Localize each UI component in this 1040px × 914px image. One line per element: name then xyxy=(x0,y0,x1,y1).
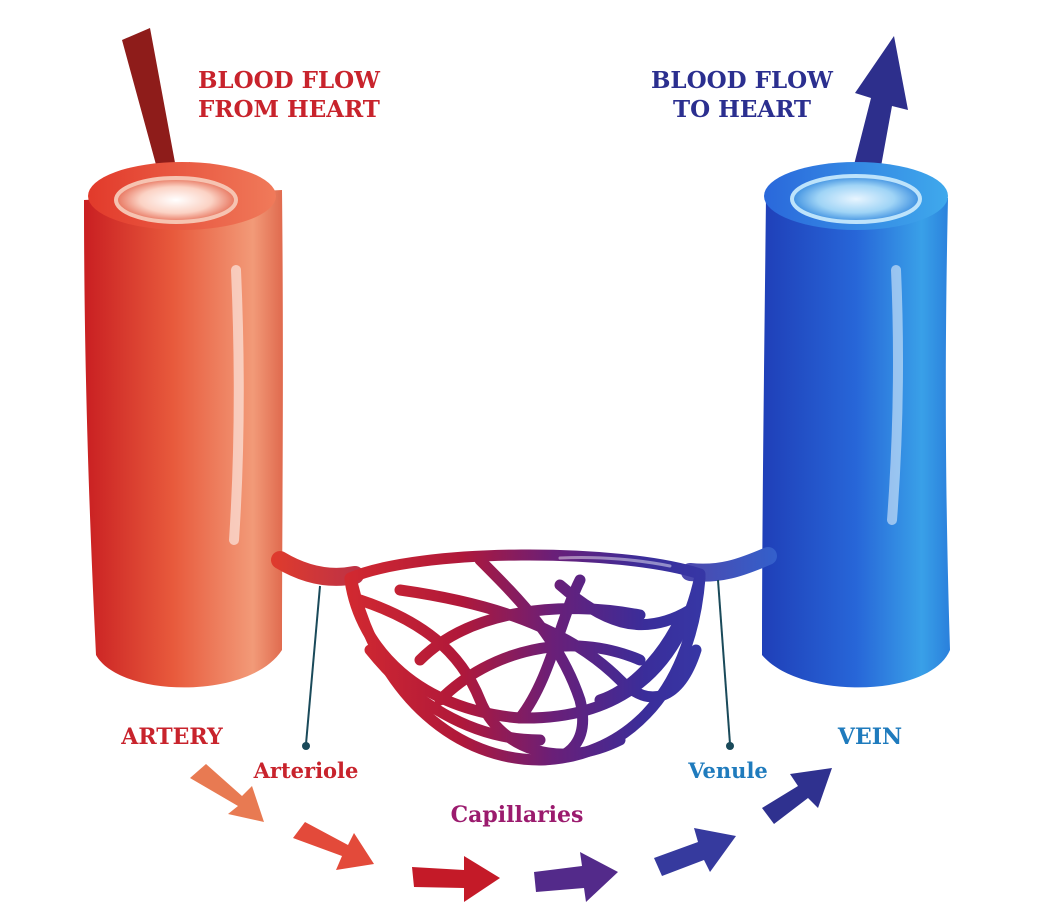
arrow-right-icon xyxy=(293,822,374,870)
vein-label: VEIN xyxy=(837,724,902,750)
venule-label: Venule xyxy=(687,758,768,783)
flow-in-label: BLOOD FLOW FROM HEART xyxy=(198,67,381,123)
flow-direction-arrows xyxy=(190,764,832,902)
flow-out-label-line-1: BLOOD FLOW xyxy=(651,67,834,94)
arrow-right-icon xyxy=(762,768,832,824)
flow-in-label-line-1: BLOOD FLOW xyxy=(198,67,381,94)
arrow-right-icon xyxy=(534,852,618,902)
flow-out-label-line-2: TO HEART xyxy=(673,96,811,123)
flow-in-label-line-2: FROM HEART xyxy=(198,96,380,123)
vein-tube xyxy=(762,162,950,688)
arrow-right-icon xyxy=(412,856,500,902)
arrow-right-icon xyxy=(190,764,264,822)
arteriole-pointer xyxy=(302,585,321,750)
arrow-right-icon xyxy=(654,828,736,876)
capillary-network xyxy=(271,547,777,766)
artery-label: ARTERY xyxy=(120,724,223,750)
capillary-highlights xyxy=(388,555,672,642)
venule-pointer xyxy=(717,579,734,750)
capillaries-label: Capillaries xyxy=(451,802,584,828)
arteriole-label: Arteriole xyxy=(253,758,359,783)
flow-out-label: BLOOD FLOW TO HEART xyxy=(651,67,834,123)
artery-tube xyxy=(84,162,283,688)
